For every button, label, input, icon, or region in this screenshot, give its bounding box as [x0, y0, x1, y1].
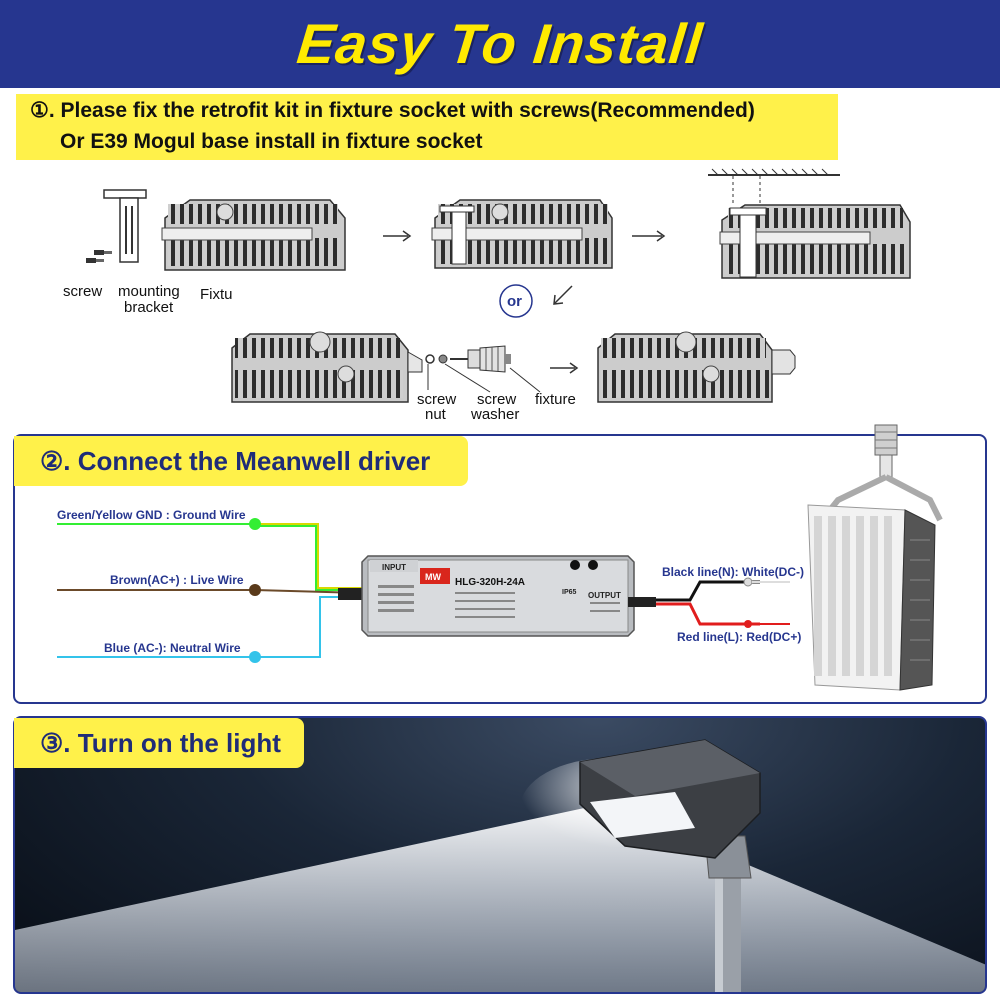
label-screw: screw: [63, 283, 102, 300]
fixture-2: [431, 199, 613, 269]
dc-negative-terminal: [743, 577, 753, 587]
step3-title: ③. Turn on the light: [40, 728, 281, 758]
label-washer: washer: [470, 406, 519, 423]
street-light-scene: [15, 739, 985, 992]
step2-title-pill: ②. Connect the Meanwell driver: [14, 436, 468, 486]
arrow-right-icon: [550, 362, 579, 374]
label-or: or: [507, 293, 522, 310]
led-retrofit-module: [807, 424, 943, 691]
label-fixtu: Fixtu: [200, 286, 233, 303]
driver-brand: MW: [425, 572, 441, 582]
step3-title-pill: ③. Turn on the light: [14, 718, 304, 768]
mounting-bracket: [103, 189, 147, 263]
label-nut: nut: [425, 406, 447, 423]
step3-panel: [13, 716, 987, 994]
ground-wire-label: Green/Yellow GND : Ground Wire: [57, 508, 246, 522]
dc-positive-terminal: [744, 620, 752, 628]
label-fixture: fixture: [535, 391, 576, 408]
fixture-4: [231, 331, 423, 403]
black-line-label: Black line(N): White(DC-): [662, 565, 804, 579]
ceiling-mount: [708, 168, 840, 205]
label-mounting: mounting: [118, 283, 180, 300]
step2-panel: [13, 434, 987, 704]
or-badge: [499, 284, 533, 318]
fixture-5: [597, 331, 796, 403]
neutral-wire-label: Blue (AC-): Neutral Wire: [104, 641, 241, 655]
driver-model: HLG-320H-24A: [455, 577, 525, 588]
label-screw-washer-1: screw: [477, 391, 516, 408]
meanwell-logo: [420, 568, 450, 584]
live-wire-label: Brown(AC+) : Live Wire: [110, 573, 244, 587]
label-screw-nut-1: screw: [417, 391, 456, 408]
fixture-1: [161, 199, 346, 271]
red-line-label: Red line(L): Red(DC+): [677, 630, 801, 644]
step1-line1: ①. Please fix the retrofit kit in fixtur…: [30, 99, 755, 122]
neutral-terminal: [249, 651, 261, 663]
step1-instruction: [16, 94, 838, 160]
step1-illustration: screw mounting bracket Fixtu or screw nu…: [63, 168, 911, 423]
label-bracket: bracket: [124, 299, 174, 316]
arrow-right-icon: [632, 230, 666, 242]
driver-input-label: INPUT: [382, 563, 406, 572]
lamp-lens: [590, 792, 695, 838]
step2-title: ②. Connect the Meanwell driver: [40, 446, 431, 476]
mogul-base-icon: [450, 345, 511, 373]
dc-output-wires: [656, 577, 790, 628]
driver-output-label: OUTPUT: [588, 591, 621, 600]
nut-icon: [425, 354, 448, 364]
step1-line2: Or E39 Mogul base install in fixture soc…: [60, 130, 483, 153]
fixture-3: [719, 204, 911, 279]
header-banner: [0, 0, 1000, 88]
live-terminal: [249, 584, 261, 596]
driver-ip-rating: IP65: [562, 589, 577, 596]
meanwell-driver: INPUT MW HLG-320H-24A OUTPUT IP65: [338, 555, 656, 637]
arrow-right-icon: [383, 230, 412, 242]
arrow-down-left-icon: [553, 285, 573, 305]
ground-terminal: [249, 518, 261, 530]
light-beam: [15, 804, 985, 992]
screw-icon: [86, 250, 112, 263]
street-lamp: [579, 739, 761, 992]
